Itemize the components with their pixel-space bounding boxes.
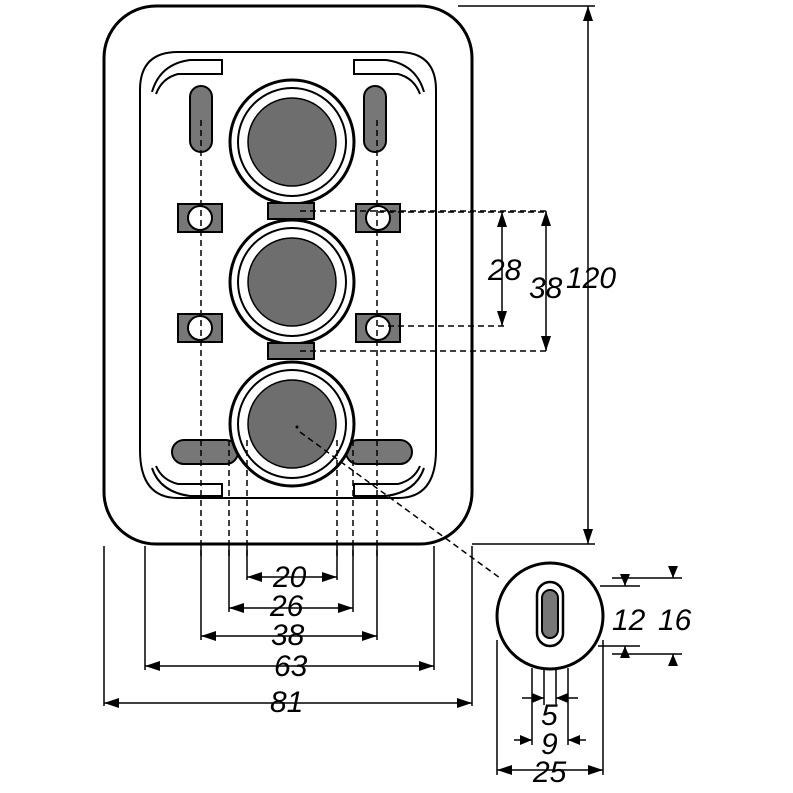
dashed-guides [200, 120, 548, 579]
inner-frame [139, 51, 437, 499]
dim-label-38-bottom: 38 [271, 619, 305, 652]
dim-label-38-side: 38 [529, 272, 563, 305]
bridge-upper [267, 202, 315, 220]
dim-label-16: 16 [658, 604, 692, 637]
dim-label-9: 9 [541, 728, 558, 761]
opening-bottom [228, 360, 356, 488]
detail-view [495, 561, 605, 671]
opening-top [228, 78, 356, 206]
screw-block-lower-right [355, 313, 401, 343]
dim-label-63: 63 [274, 650, 308, 683]
slot-top-right [363, 85, 387, 153]
screw-block-upper-right [355, 203, 401, 233]
screw-block-upper-left [177, 203, 223, 233]
dim-label-12: 12 [612, 604, 646, 637]
corner-bracket-bottom-left [151, 465, 223, 497]
bridge-lower [267, 342, 315, 360]
corner-bracket-bottom-right [353, 465, 425, 497]
screw-block-lower-left [177, 313, 223, 343]
corner-bracket-top-left [151, 59, 223, 95]
dim-label-120: 120 [566, 262, 616, 295]
slot-bottom-left [171, 439, 239, 465]
dim-label-81: 81 [270, 686, 303, 719]
dim-label-25: 25 [532, 756, 567, 789]
dim-label-26: 26 [269, 590, 304, 623]
slot-bottom-right [345, 439, 413, 465]
dim-label-20: 20 [272, 561, 307, 594]
dimension-lines-right [458, 5, 595, 545]
dimension-lines-bottom [103, 546, 473, 708]
dim-label-5: 5 [541, 699, 558, 732]
corner-bracket-top-right [353, 59, 425, 95]
dim-label-28: 28 [487, 254, 522, 287]
opening-middle [228, 218, 356, 346]
detail-dimension-lines [496, 566, 682, 775]
